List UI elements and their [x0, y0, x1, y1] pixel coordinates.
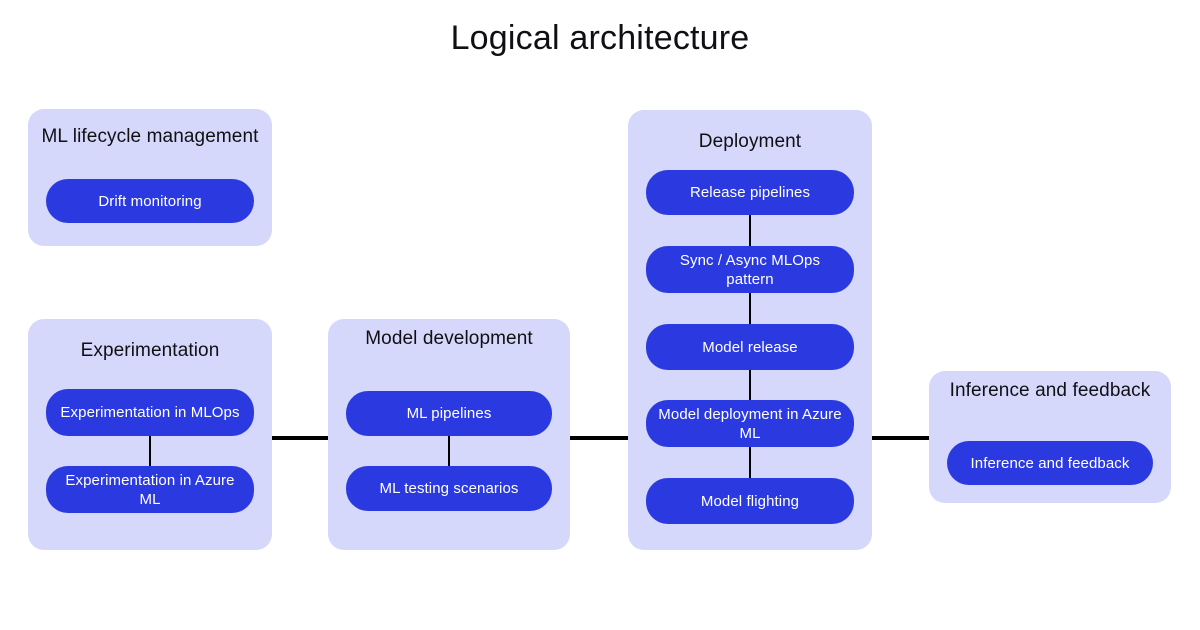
node-experimentation-in-mlops[interactable]: Experimentation in MLOps [46, 389, 254, 436]
node-sync-async-mlops-pattern[interactable]: Sync / Async MLOps pattern [646, 246, 854, 293]
node-drift-monitoring[interactable]: Drift monitoring [46, 179, 254, 223]
node-model-release[interactable]: Model release [646, 324, 854, 370]
node-release-pipelines[interactable]: Release pipelines [646, 170, 854, 215]
node-experimentation-in-azure-ml[interactable]: Experimentation in Azure ML [46, 466, 254, 513]
connector-experimentation-to-model-development [272, 436, 328, 440]
group-title-model-development: Model development [365, 328, 533, 349]
group-ml-lifecycle-management: ML lifecycle management Drift monitoring [28, 109, 272, 246]
group-inference-and-feedback: Inference and feedback Inference and fee… [929, 371, 1171, 503]
connector-model-development-internal [448, 433, 450, 479]
group-model-development: Model development ML pipelines ML testin… [328, 319, 570, 550]
group-title-experimentation: Experimentation [80, 340, 220, 361]
connector-deployment-3 [749, 369, 751, 412]
group-deployment: Deployment Release pipelines Sync / Asyn… [628, 110, 872, 550]
group-title-ml-lifecycle-management: ML lifecycle management [41, 126, 259, 147]
node-model-flighting[interactable]: Model flighting [646, 478, 854, 524]
connector-deployment-2 [749, 292, 751, 334]
connector-experimentation-internal [149, 433, 151, 479]
group-experimentation: Experimentation Experimentation in MLOps… [28, 319, 272, 550]
page-title: Logical architecture [450, 19, 750, 57]
connector-model-development-to-deployment [570, 436, 628, 440]
group-title-inference-and-feedback: Inference and feedback [949, 380, 1151, 401]
node-ml-testing-scenarios[interactable]: ML testing scenarios [346, 466, 552, 511]
node-model-deployment-in-azure-ml[interactable]: Model deployment in Azure ML [646, 400, 854, 447]
connector-deployment-to-inference [872, 436, 929, 440]
node-ml-pipelines[interactable]: ML pipelines [346, 391, 552, 436]
group-title-deployment: Deployment [698, 131, 802, 152]
connector-deployment-4 [749, 446, 751, 489]
node-inference-and-feedback[interactable]: Inference and feedback [947, 441, 1153, 485]
connector-deployment-1 [749, 214, 751, 257]
